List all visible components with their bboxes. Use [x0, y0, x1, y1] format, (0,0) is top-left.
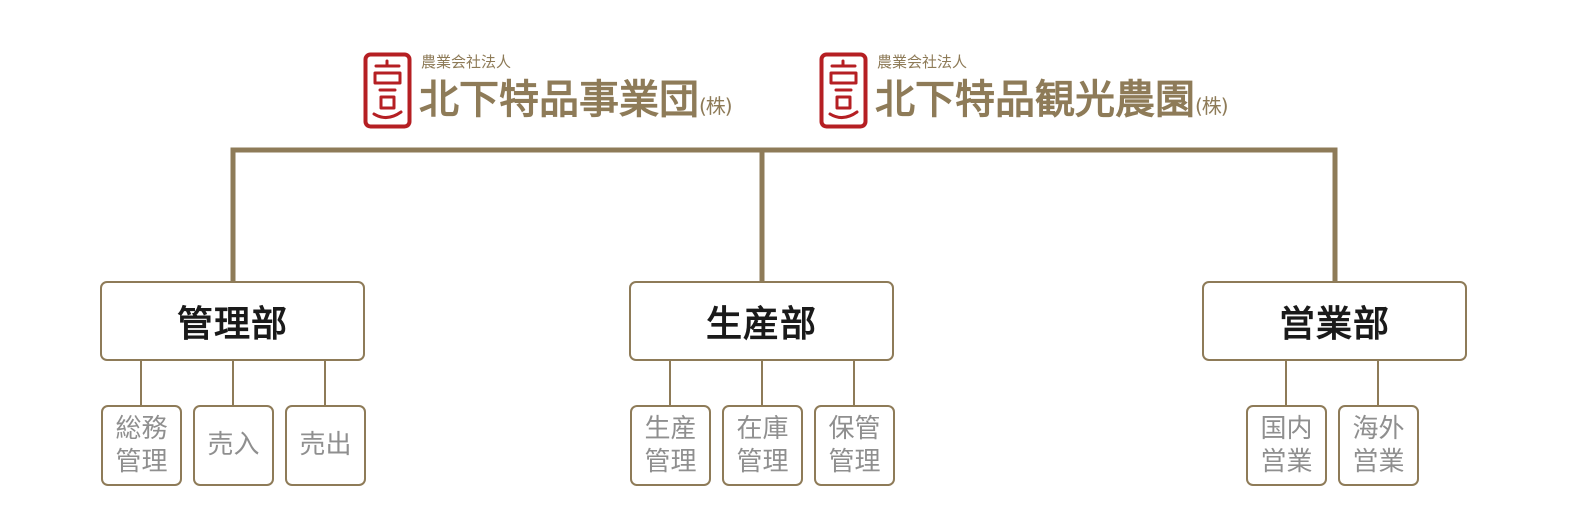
sub-dept-box: 生産管理 [630, 405, 711, 486]
company-name: 北下特品観光農園(株) [875, 75, 1229, 131]
sub-dept-label: 総務管理 [115, 413, 168, 477]
sub-dept-box: 海外営業 [1338, 405, 1419, 486]
company-name-text: 北下特品観光農園 [875, 77, 1195, 123]
sub-dept-box: 在庫管理 [722, 405, 803, 486]
sub-dept-box: 売出 [285, 405, 366, 486]
sub-dept-label: 売入 [207, 430, 260, 460]
sub-dept-label: 在庫管理 [736, 413, 789, 477]
red-seal-stamp-icon [363, 52, 412, 129]
company-name: 北下特品事業団(株) [419, 75, 733, 131]
sub-dept-label: 海外営業 [1352, 413, 1405, 477]
company-logo-2: 農業会社法人 北下特品観光農園(株) [819, 51, 1279, 131]
dept-admin-box: 管理部 [100, 281, 365, 361]
dept-production-box: 生産部 [629, 281, 894, 361]
company-suffix: (株) [699, 94, 733, 118]
company-name-text: 北下特品事業団 [419, 77, 699, 123]
sub-dept-label: 生産管理 [644, 413, 697, 477]
sub-dept-box: 国内営業 [1246, 405, 1327, 486]
company-suffix: (株) [1195, 94, 1229, 118]
sub-dept-box: 総務管理 [101, 405, 182, 486]
logo-subtitle: 農業会社法人 [877, 53, 968, 71]
sub-dept-label: 保管管理 [828, 413, 881, 477]
sub-dept-label: 国内営業 [1260, 413, 1313, 477]
logo-subtitle: 農業会社法人 [421, 53, 512, 71]
sub-dept-box: 保管管理 [814, 405, 895, 486]
dept-sales-box: 営業部 [1202, 281, 1467, 361]
company-logo-1: 農業会社法人 北下特品事業団(株) [363, 51, 783, 131]
sub-dept-label: 売出 [299, 430, 352, 460]
sub-dept-box: 売入 [193, 405, 274, 486]
top-connector [230, 147, 1338, 284]
red-seal-stamp-icon [819, 52, 868, 129]
